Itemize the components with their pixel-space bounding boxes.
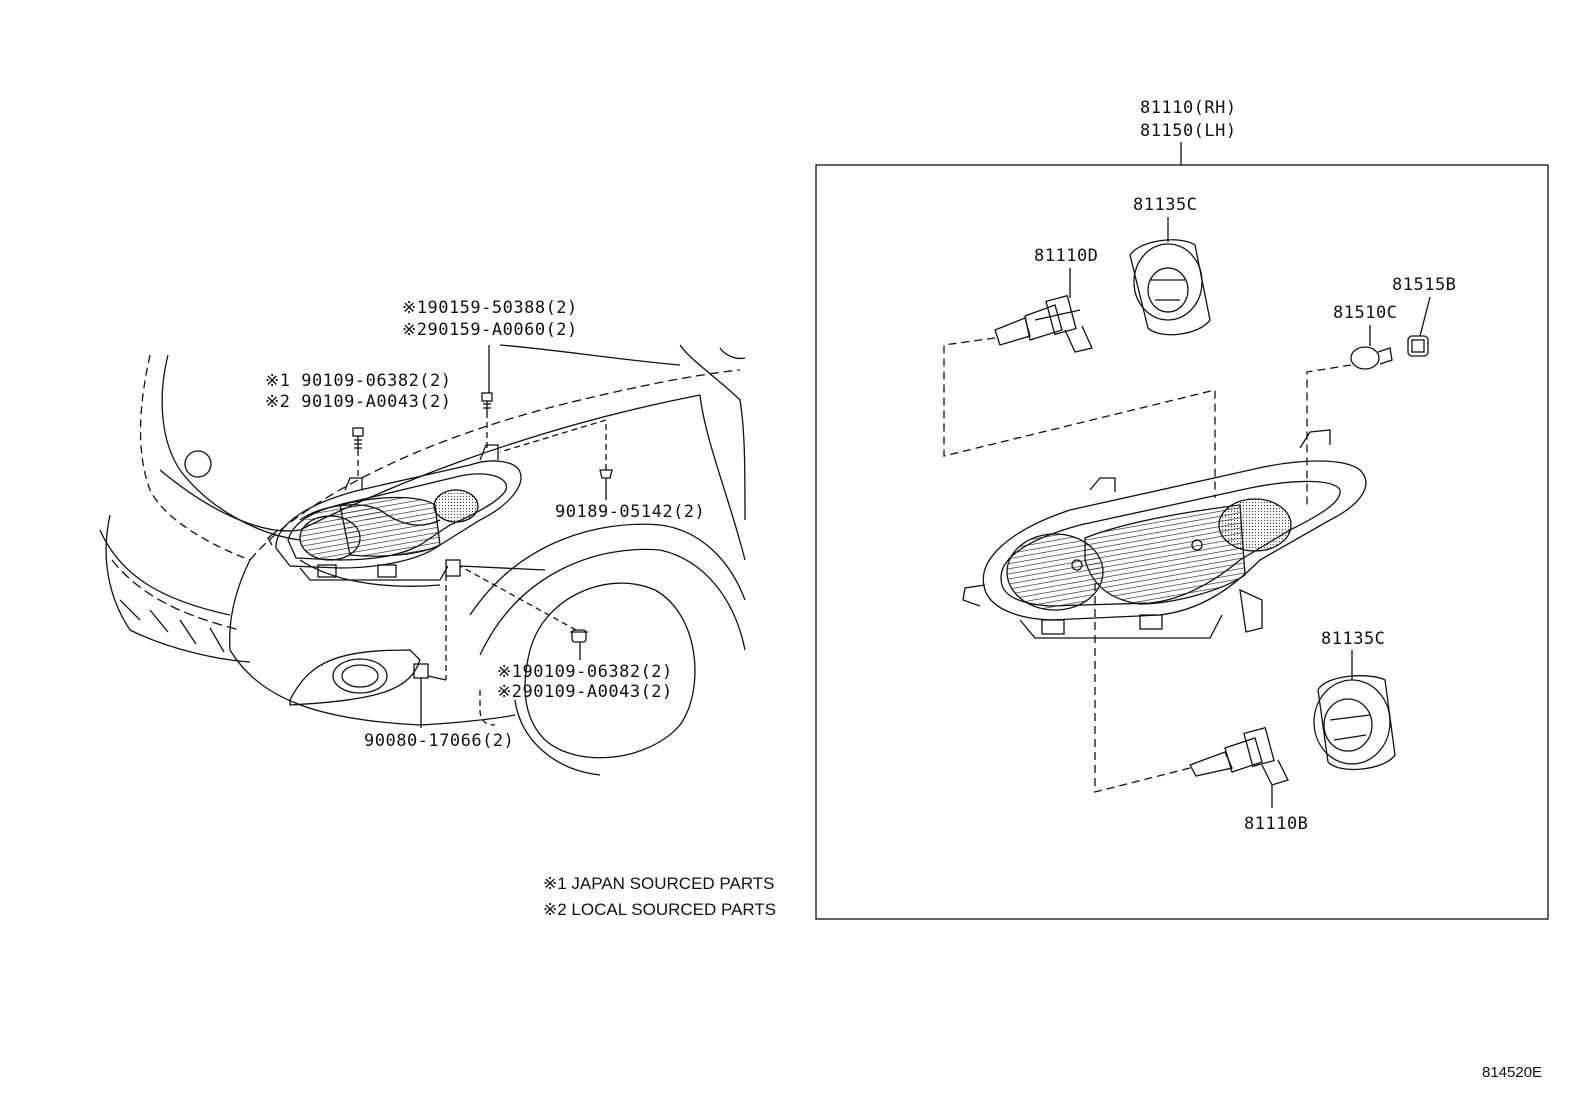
- assembly-rh-label: 81110(RH): [1140, 98, 1237, 118]
- headlamp-exploded-illustration: [943, 217, 1431, 808]
- clip-fender-icon: [599, 469, 613, 490]
- screw-lower-label-1: ※190109-06382(2): [497, 662, 673, 682]
- screw-lower-label-2: ※290109-A0043(2): [497, 682, 673, 702]
- bulb-81110d-icon: [994, 294, 1093, 353]
- screw-lower-icon: [570, 629, 588, 643]
- socket-cover-lower-label: 81135C: [1321, 629, 1386, 649]
- bulb-upper-label: 81110D: [1034, 246, 1099, 266]
- bolt-top-icon: [481, 392, 493, 412]
- bulb-81110b-icon: [1189, 726, 1289, 786]
- illustration-id: 814520E: [1482, 1064, 1543, 1081]
- bulb-81510c-icon: [1350, 346, 1393, 370]
- clip-fender-label: 90189-05142(2): [555, 502, 706, 522]
- socket-81515b-icon: [1407, 335, 1429, 357]
- socket-cover-upper-icon: [1129, 239, 1211, 336]
- screw-upper-icon: [352, 427, 364, 450]
- screw-upper-label-1: ※1 90109-06382(2): [265, 371, 452, 391]
- bulb-lower-label: 81110B: [1244, 814, 1309, 834]
- socket-cover-upper-label: 81135C: [1133, 195, 1198, 215]
- headlamp-assembly-frame: [815, 164, 1549, 920]
- vehicle-front-illustration: [99, 344, 746, 776]
- socket-side-label: 81515B: [1392, 275, 1457, 295]
- assembly-lh-label: 81150(LH): [1140, 121, 1237, 141]
- screw-upper-label-2: ※2 90109-A0043(2): [265, 392, 452, 412]
- note-local-sourced: ※2 LOCAL SOURCED PARTS: [543, 900, 777, 919]
- bolt-top-label-1: ※190159-50388(2): [402, 298, 578, 318]
- bolt-top-label-2: ※290159-A0060(2): [402, 320, 578, 340]
- bulb-side-label: 81510C: [1333, 303, 1398, 323]
- nut-bumper-label: 90080-17066(2): [364, 731, 515, 751]
- socket-cover-lower-icon: [1313, 675, 1396, 771]
- note-japan-sourced: ※1 JAPAN SOURCED PARTS: [543, 874, 775, 893]
